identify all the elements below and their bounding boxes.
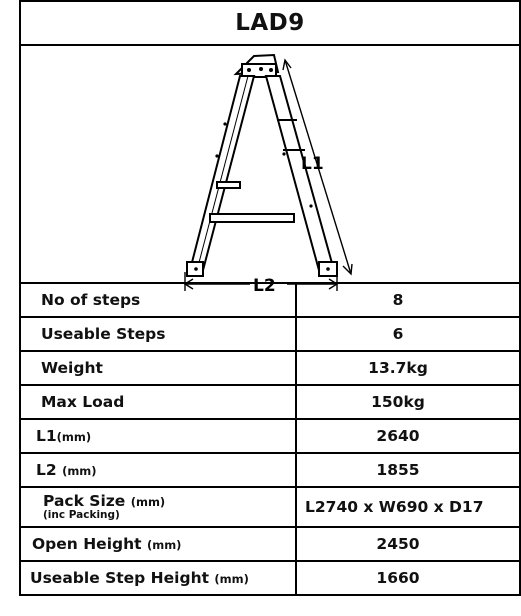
spec-unit: (mm) <box>56 430 92 444</box>
ladder-rungs <box>209 119 305 223</box>
spec-row-l1: L1(mm) 2640 <box>19 418 521 454</box>
spec-table: LAD9 <box>19 0 521 596</box>
ladder-diagram: L1 L2 <box>183 53 353 296</box>
spec-row-max-load: Max Load 150kg <box>19 384 521 420</box>
spec-label: Weight <box>19 350 297 386</box>
ladder-front-leg <box>187 75 256 275</box>
spec-row-pack-size: Pack Size (mm) (inc Packing) L2740 x W69… <box>19 486 521 528</box>
product-title: LAD9 <box>19 0 521 46</box>
spec-value: L2740 x W690 x D17 <box>295 486 521 528</box>
spec-value: 6 <box>295 316 521 352</box>
l2-label: L2 <box>253 276 276 296</box>
ladder-top-cap <box>233 53 280 78</box>
spec-label: Max Load <box>19 384 297 420</box>
spec-sheet: LAD9 <box>19 0 521 616</box>
spec-unit: (mm) <box>214 572 249 586</box>
spec-row-weight: Weight 13.7kg <box>19 350 521 386</box>
spec-unit: (mm) <box>146 538 182 552</box>
spec-unit: (mm) <box>130 494 166 509</box>
spec-label: L2 (mm) <box>19 452 297 488</box>
spec-label-text: Open Height <box>32 535 147 553</box>
ladder-rivets <box>194 122 330 271</box>
spec-unit: (mm) <box>62 464 97 478</box>
spec-label: No of steps <box>19 282 297 318</box>
ladder-diagram-cell: L1 L2 <box>19 44 521 296</box>
spec-row-useable-steps: Useable Steps 6 <box>19 316 521 352</box>
spec-row-l2: L2 (mm) 1855 <box>19 452 521 488</box>
spec-label: Useable Steps <box>19 316 297 352</box>
spec-label-text: Pack Size <box>43 491 131 510</box>
spec-row-open-height: Open Height (mm) 2450 <box>19 526 521 562</box>
spec-note: (inc Packing) <box>43 508 120 521</box>
cap-rivets <box>247 67 273 72</box>
l2-dimension-arrow <box>183 272 339 291</box>
spec-label: Useable Step Height (mm) <box>19 560 297 596</box>
spec-label-text: L1 <box>36 427 57 445</box>
spec-value: 2640 <box>295 418 521 454</box>
l1-label: L1 <box>301 154 324 174</box>
spec-value: 1660 <box>295 560 521 596</box>
spec-label: Pack Size (mm) (inc Packing) <box>19 486 297 528</box>
spec-row-steps: No of steps 8 <box>19 282 521 318</box>
spec-value: 13.7kg <box>295 350 521 386</box>
spec-label-text: L2 <box>36 461 63 479</box>
spec-label-line: Pack Size (mm) <box>43 491 295 510</box>
spec-value: 1855 <box>295 452 521 488</box>
spec-row-useable-step-height: Useable Step Height (mm) 1660 <box>19 560 521 596</box>
l1-dimension-arrow <box>282 58 353 276</box>
spec-value: 8 <box>295 282 521 318</box>
spec-label: L1(mm) <box>19 418 297 454</box>
ladder-rear-leg <box>264 75 337 275</box>
spec-value: 150kg <box>295 384 521 420</box>
spec-label: Open Height (mm) <box>19 526 297 562</box>
spec-value: 2450 <box>295 526 521 562</box>
spec-label-text: Useable Step Height <box>30 569 215 587</box>
ladder-feet <box>186 261 338 277</box>
